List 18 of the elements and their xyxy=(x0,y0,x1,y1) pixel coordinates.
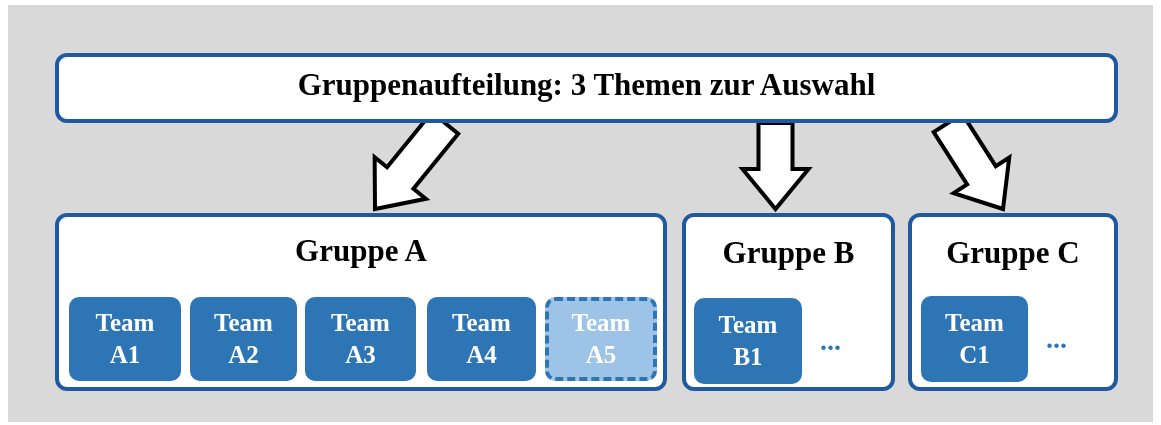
group-box xyxy=(908,213,1118,391)
team-box: Team A5 xyxy=(545,297,657,381)
team-box: Team A2 xyxy=(190,297,297,381)
team-box: Team B1 xyxy=(694,298,802,384)
group-box xyxy=(55,213,667,391)
team-box: Team C1 xyxy=(921,296,1028,382)
group-box xyxy=(682,213,895,391)
team-box: Team A3 xyxy=(305,297,416,381)
team-box: Team A1 xyxy=(69,297,181,381)
ellipsis-text: ... xyxy=(820,325,841,357)
group-heading: Gruppe B xyxy=(721,235,856,271)
title-box xyxy=(55,53,1118,123)
block-arrow xyxy=(738,121,813,213)
ellipsis-text: ... xyxy=(1046,323,1067,355)
group-heading: Gruppe A xyxy=(294,233,428,269)
group-heading: Gruppe C xyxy=(945,235,1081,271)
title-text: Gruppenaufteilung: 3 Themen zur Auswahl xyxy=(296,67,877,103)
team-box: Team A4 xyxy=(427,297,536,381)
